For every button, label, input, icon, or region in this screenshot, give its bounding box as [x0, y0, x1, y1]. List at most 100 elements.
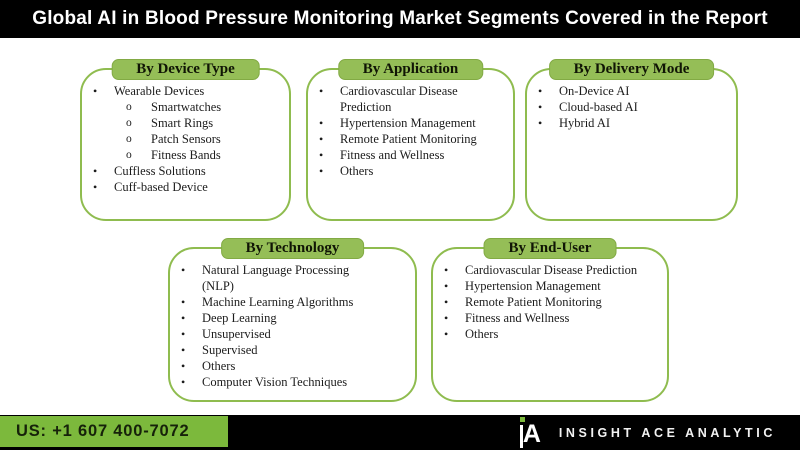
list-item-label: Fitness and Wellness	[465, 311, 570, 325]
list-item-label: Computer Vision Techniques	[202, 375, 348, 389]
footer-bar: US: +1 607 400-7072 A INSIGHT ACE ANALYT…	[0, 415, 800, 450]
list-item: • Hybrid AI	[527, 115, 730, 131]
phone-box: US: +1 607 400-7072	[0, 416, 228, 447]
dot-bullet-icon: •	[319, 148, 324, 162]
list-item-label: Fitness Bands	[151, 148, 221, 162]
list-item: • Remote Patient Monitoring	[308, 131, 507, 147]
segment-list-end-user: • Cardiovascular Disease Prediction • Hyper…	[433, 249, 667, 342]
list-item-label: Others	[465, 327, 499, 341]
list-item: •Deep Learning	[170, 310, 409, 326]
list-item-label: Supervised	[202, 343, 258, 357]
segment-header-device-type: By Device Type	[111, 59, 260, 80]
list-item: • Others	[433, 326, 661, 342]
list-item: • Machine Learning Algorithms	[170, 294, 409, 310]
list-item-label: Cardiovascular Disease Prediction	[465, 263, 638, 277]
phone-number: US: +1 607 400-7072	[16, 422, 190, 440]
dot-bullet-icon: •	[319, 132, 324, 146]
logo-dot-icon	[519, 417, 525, 422]
list-item-label: Cuff-based Device	[114, 180, 208, 194]
list-item-label: Hypertension Management	[340, 116, 476, 130]
list-item: • Hypertension Management	[433, 278, 661, 294]
dot-bullet-icon: •	[444, 295, 449, 309]
segment-box-application: By Application • Cardiovascular Disease P…	[306, 59, 515, 221]
brand-block: A INSIGHT ACE ANALYTIC	[519, 415, 776, 450]
dot-bullet-icon: •	[93, 180, 98, 194]
dot-bullet-icon: •	[93, 84, 98, 98]
list-item-label: On-Device AI	[559, 84, 630, 98]
list-item-label: Remote Patient Monitoring	[465, 295, 602, 309]
list-item-label: Natural Language Processing (NLP)	[202, 263, 350, 293]
list-item: • Cardiovascular Disease Prediction	[433, 262, 661, 278]
segment-box-delivery-mode: By Delivery Mode • On-Device AI • Cloud-bas…	[525, 59, 738, 221]
list-item: • Hypertension Management	[308, 115, 507, 131]
dot-bullet-icon: •	[181, 375, 186, 389]
dot-bullet-icon: •	[319, 116, 324, 130]
list-item-label: Smartwatches	[151, 100, 222, 114]
list-item: • Cardiovascular Disease Prediction	[308, 83, 507, 115]
segment-box-technology: By Technology •Natural Language Processi…	[168, 238, 417, 402]
list-item: • Cuff-based Device	[82, 179, 283, 195]
dot-bullet-icon: •	[538, 116, 543, 130]
page-title: Global AI in Blood Pressure Monitoring M…	[32, 8, 768, 29]
list-item-label: Unsupervised	[202, 327, 271, 341]
dot-bullet-icon: •	[444, 327, 449, 341]
list-item-label: Fitness and Wellness	[340, 148, 445, 162]
list-item: • Fitness and Wellness	[433, 310, 661, 326]
list-item: •Others	[170, 358, 409, 374]
segment-list-technology: •Natural Language Processing (NLP)•Machi…	[170, 249, 415, 390]
list-item: • Remote Patient Monitoring	[433, 294, 661, 310]
list-item: o Fitness Bands	[82, 147, 283, 163]
circle-bullet-icon: o	[126, 117, 132, 129]
list-item: o Patch Sensors	[82, 131, 283, 147]
dot-bullet-icon: •	[181, 327, 186, 341]
list-item-label: Machine Learning Algorithms	[202, 295, 354, 309]
brand-name: INSIGHT ACE ANALYTIC	[558, 425, 776, 440]
list-item: • Computer Vision Techniques	[170, 374, 409, 390]
list-item-label: Cuffless Solutions	[114, 164, 206, 178]
list-item: • Cloud-based AI	[527, 99, 730, 115]
dot-bullet-icon: •	[319, 164, 324, 178]
segment-list-delivery-mode: • On-Device AI • Cloud-based AI • Hybrid AI	[527, 70, 736, 131]
dot-bullet-icon: •	[538, 100, 543, 114]
circle-bullet-icon: o	[126, 149, 132, 161]
list-item-label: Patch Sensors	[151, 132, 221, 146]
list-item: o Smart Rings	[82, 115, 283, 131]
list-item: o Smartwatches	[82, 99, 283, 115]
dot-bullet-icon: •	[444, 311, 449, 325]
list-item-label: Wearable Devices	[114, 84, 205, 98]
list-item-label: Hypertension Management	[465, 279, 601, 293]
list-item-label: Others	[340, 164, 374, 178]
list-item: • Others	[308, 163, 507, 179]
list-item: • Fitness and Wellness	[308, 147, 507, 163]
dot-bullet-icon: •	[444, 279, 449, 293]
segment-box-device-type: By Device Type • Wearable Devices o Smartwa…	[80, 59, 291, 221]
list-item-label: Remote Patient Monitoring	[340, 132, 477, 146]
list-item: •Supervised	[170, 342, 409, 358]
segment-box-end-user: By End-User •Cardiovascular Disease Pred…	[431, 238, 669, 402]
list-item-label: Others	[202, 359, 236, 373]
list-item: • Wearable Devices	[82, 83, 283, 99]
dot-bullet-icon: •	[93, 164, 98, 178]
list-item-label: Hybrid AI	[559, 116, 611, 130]
segment-header-delivery-mode: By Delivery Mode	[548, 59, 715, 80]
circle-bullet-icon: o	[126, 133, 132, 145]
dot-bullet-icon: •	[181, 311, 186, 325]
segment-header-application: By Application	[337, 59, 484, 80]
circle-bullet-icon: o	[126, 101, 132, 113]
list-item-label: Cloud-based AI	[559, 100, 638, 114]
logo-letter: A	[522, 420, 541, 448]
list-item: •Natural Language Processing (NLP)	[170, 262, 409, 294]
list-item: • Unsupervised	[170, 326, 409, 342]
dot-bullet-icon: •	[538, 84, 543, 98]
dot-bullet-icon: •	[181, 295, 186, 309]
list-item: • Cuffless Solutions	[82, 163, 283, 179]
segment-header-technology: By Technology	[220, 238, 365, 259]
dot-bullet-icon: •	[319, 84, 324, 98]
list-item-label: Cardiovascular Disease Prediction	[340, 84, 458, 114]
list-item: • On-Device AI	[527, 83, 730, 99]
dot-bullet-icon: •	[444, 263, 449, 277]
list-item-label: Smart Rings	[151, 116, 214, 130]
insight-ace-logo-icon: A	[519, 417, 544, 448]
